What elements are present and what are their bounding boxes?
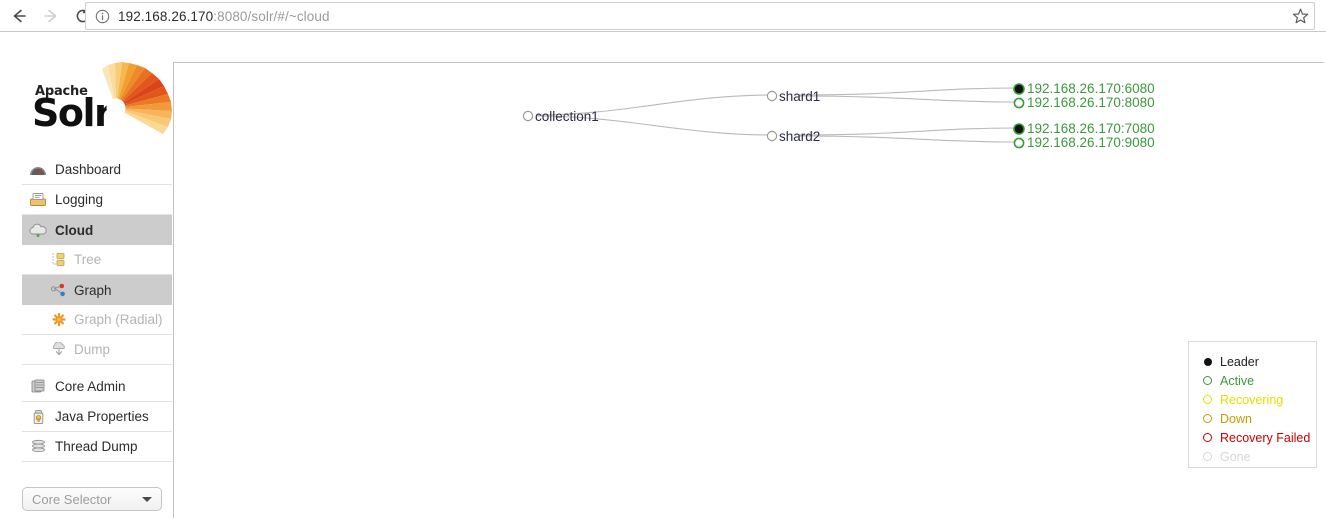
graph-radial-icon [50, 312, 68, 328]
legend-label: Recovery Failed [1220, 430, 1311, 445]
bookmark-star-icon[interactable] [1291, 7, 1310, 26]
logo-solr-text: Solr [32, 91, 113, 135]
sidebar-item-graph[interactable]: Graph [22, 275, 172, 305]
legend-row-active: Active [1201, 371, 1316, 390]
graph-node-replica-active[interactable] [1013, 97, 1025, 109]
sidebar-item-label: Dump [74, 342, 111, 357]
address-bar[interactable]: 192.168.26.170:8080/solr/#/~cloud [85, 2, 1315, 30]
legend-row-down: Down [1201, 409, 1316, 428]
content-panel: collection1 shard1 shard2 192.168.26.170… [173, 62, 1324, 518]
thread-dump-icon [28, 438, 48, 456]
logo-apache-text: Apache [35, 84, 88, 99]
legend-label: Down [1220, 411, 1252, 426]
java-properties-icon [28, 408, 48, 426]
legend-label: Gone [1220, 449, 1251, 464]
sidebar-item-label: Tree [74, 252, 102, 267]
sidebar-item-logging[interactable]: Logging [22, 185, 172, 215]
page-info-icon[interactable] [95, 9, 110, 24]
legend-row-recovery-failed: Recovery Failed [1201, 428, 1316, 447]
url-host: 192.168.26.170 [118, 8, 214, 24]
graph-label-shard[interactable]: shard2 [779, 129, 821, 144]
graph-label-replica[interactable]: 192.168.26.170:9080 [1027, 135, 1155, 150]
graph-node-collection[interactable] [522, 110, 534, 122]
graph-label-shard[interactable]: shard1 [779, 89, 821, 104]
solr-sunburst-icon [102, 62, 172, 134]
graph-legend: Leader Active Recovering Down Recovery F… [1188, 341, 1317, 468]
sidebar-gap [22, 365, 172, 372]
legend-ring-icon [1201, 450, 1214, 463]
tree-icon [50, 252, 68, 268]
cloud-graph-svg[interactable] [174, 63, 1325, 519]
sidebar-item-label: Dashboard [55, 162, 122, 177]
chevron-down-icon [142, 497, 152, 502]
graph-node-replica-active[interactable] [1013, 137, 1025, 149]
sidebar-item-label: Logging [55, 192, 104, 207]
sidebar-item-tree[interactable]: Tree [22, 245, 172, 275]
logging-icon [28, 191, 48, 209]
sidebar-item-cloud[interactable]: Cloud [22, 215, 172, 245]
sidebar-nav: Dashboard Logging Cloud [22, 155, 172, 462]
graph-icon [50, 282, 68, 298]
sidebar-item-label: Core Admin [55, 379, 126, 394]
core-selector-label: Core Selector [32, 491, 112, 507]
graph-label-collection[interactable]: collection1 [535, 109, 599, 124]
graph-label-replica[interactable]: 192.168.26.170:7080 [1027, 121, 1155, 136]
legend-row-leader: Leader [1201, 352, 1316, 371]
dashboard-icon [28, 161, 48, 179]
graph-node-shard[interactable] [766, 90, 778, 102]
graph-edges [535, 87, 1018, 143]
url-path: :8080/solr/#/~cloud [213, 8, 330, 24]
sidebar-item-dump[interactable]: Dump [22, 335, 172, 365]
graph-label-replica[interactable]: 192.168.26.170:8080 [1027, 95, 1155, 110]
url-text: 192.168.26.170:8080/solr/#/~cloud [118, 9, 330, 24]
sidebar-item-core-admin[interactable]: Core Admin [22, 372, 172, 402]
sidebar-item-label: Java Properties [55, 409, 149, 424]
legend-ring-icon [1201, 374, 1214, 387]
legend-row-recovering: Recovering [1201, 390, 1316, 409]
back-arrow-icon[interactable] [6, 3, 32, 29]
graph-node-shard[interactable] [766, 130, 778, 142]
core-admin-icon [28, 378, 48, 396]
legend-label: Recovering [1220, 392, 1284, 407]
sidebar-item-thread-dump[interactable]: Thread Dump [22, 432, 172, 462]
legend-ring-icon [1201, 431, 1214, 444]
sidebar-item-graph-radial[interactable]: Graph (Radial) [22, 305, 172, 335]
dump-icon [50, 342, 68, 358]
sidebar-item-label: Graph (Radial) [74, 312, 163, 327]
legend-row-gone: Gone [1201, 447, 1316, 466]
legend-dot-icon [1201, 355, 1214, 368]
sidebar-item-label: Cloud [55, 222, 94, 238]
browser-toolbar: 192.168.26.170:8080/solr/#/~cloud [0, 0, 1326, 32]
sidebar-item-dashboard[interactable]: Dashboard [22, 155, 172, 185]
graph-node-replica-leader[interactable] [1013, 83, 1025, 95]
legend-label: Active [1220, 373, 1255, 388]
graph-nodes [522, 83, 1025, 149]
sidebar-item-label: Graph [74, 282, 112, 298]
sidebar-item-java-properties[interactable]: Java Properties [22, 402, 172, 432]
graph-node-replica-leader[interactable] [1013, 123, 1025, 135]
cloud-icon [28, 221, 48, 239]
legend-ring-icon [1201, 412, 1214, 425]
solr-logo[interactable]: Apache Solr [32, 62, 172, 140]
legend-label: Leader [1220, 354, 1259, 369]
legend-ring-icon [1201, 393, 1214, 406]
core-selector-dropdown[interactable]: Core Selector [22, 487, 162, 511]
cloud-submenu: Tree Graph [22, 245, 172, 365]
graph-label-replica[interactable]: 192.168.26.170:6080 [1027, 81, 1155, 96]
sidebar-item-label: Thread Dump [55, 439, 138, 454]
forward-arrow-icon [38, 3, 64, 29]
